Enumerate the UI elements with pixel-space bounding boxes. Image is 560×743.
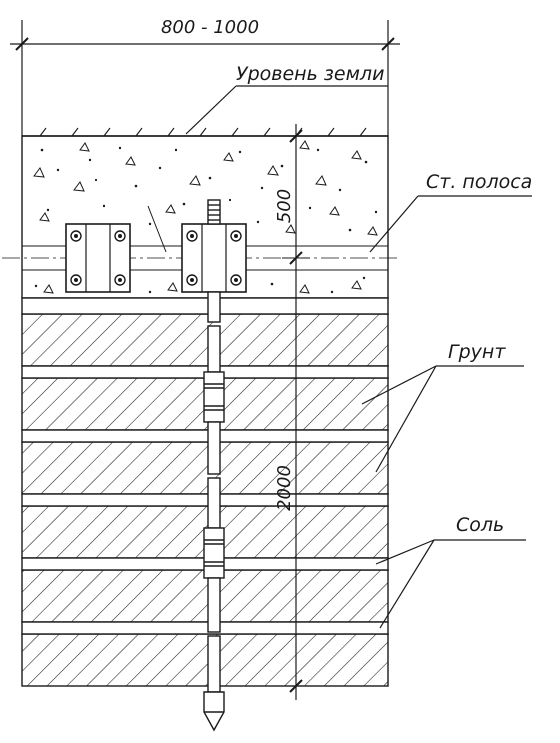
ground-surface-hatch bbox=[22, 127, 388, 137]
electrode-length-text: 2000 bbox=[274, 465, 295, 511]
soil-callout: Грунт bbox=[361, 341, 524, 473]
vertical-dimension: 500 2000 bbox=[274, 124, 310, 700]
strip-clamp-left bbox=[65, 223, 131, 293]
soil-label: Грунт bbox=[448, 341, 506, 363]
width-dimension: 800 - 1000 bbox=[10, 17, 400, 136]
ground-electrode-rod bbox=[203, 199, 225, 732]
salt-callout: Соль bbox=[375, 514, 526, 629]
strip-clamp-right bbox=[181, 223, 247, 293]
width-dimension-text: 800 - 1000 bbox=[161, 17, 259, 38]
salt-label: Соль bbox=[456, 514, 504, 536]
depth-dimension-text: 500 bbox=[274, 189, 295, 223]
ground-level-label: Уровень земли bbox=[236, 63, 384, 85]
ground-level-callout: Уровень земли bbox=[185, 63, 388, 135]
steel-strip-callout: Ст. полоса bbox=[369, 171, 532, 253]
steel-strip-label: Ст. полоса bbox=[426, 171, 532, 193]
